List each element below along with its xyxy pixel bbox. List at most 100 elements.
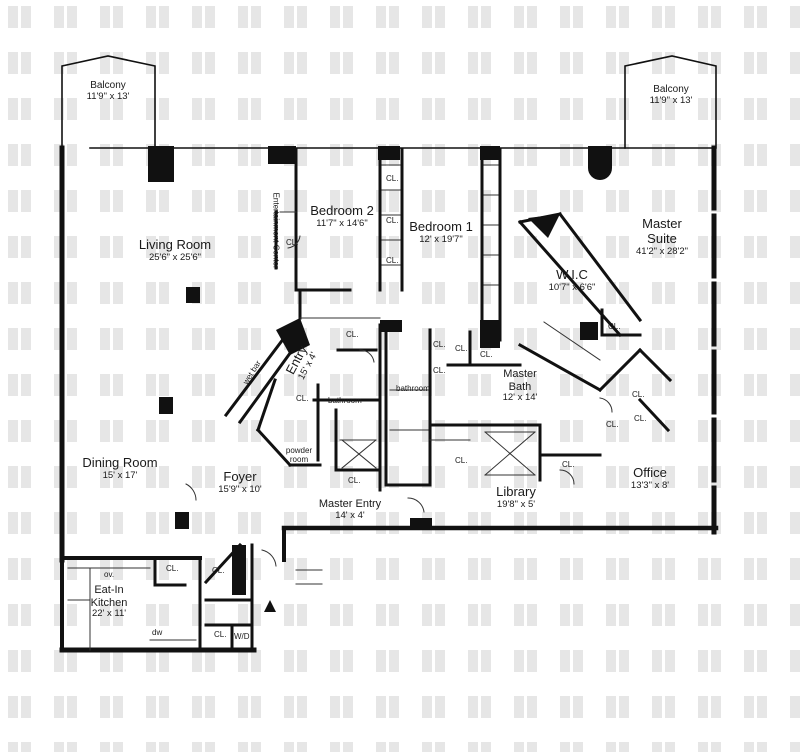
- watermark-tile: [422, 604, 445, 626]
- watermark-tile: [652, 328, 675, 350]
- watermark-tile: [606, 466, 629, 488]
- watermark-tile: [606, 328, 629, 350]
- watermark-tile: [146, 236, 169, 258]
- watermark-tile: [146, 374, 169, 396]
- watermark-tile: [652, 52, 675, 74]
- watermark-tile: [330, 604, 353, 626]
- watermark-tile: [422, 282, 445, 304]
- watermark-tile: [192, 742, 215, 752]
- watermark-tile: [744, 98, 767, 120]
- watermark-tile: [790, 98, 800, 120]
- watermark-tile: [146, 6, 169, 28]
- watermark-tile: [422, 52, 445, 74]
- watermark-tile: [284, 52, 307, 74]
- dishwasher-label: dw: [152, 628, 163, 637]
- watermark-tile: [514, 190, 537, 212]
- watermark-tile: [238, 696, 261, 718]
- watermark-tile: [606, 512, 629, 534]
- watermark-tile: [652, 512, 675, 534]
- watermark-tile: [54, 236, 77, 258]
- watermark-tile: [744, 650, 767, 672]
- watermark-tile: [422, 328, 445, 350]
- watermark-tile: [54, 374, 77, 396]
- kitchen-label: Eat-In Kitchen 22' x 11': [90, 584, 128, 620]
- watermark-tile: [790, 282, 800, 304]
- exterior-walls: [59, 145, 719, 653]
- watermark-tile: [744, 512, 767, 534]
- watermark-tile: [560, 6, 583, 28]
- watermark-tile: [8, 6, 31, 28]
- living-room-label: Living Room 25'6" x 25'6": [138, 237, 212, 263]
- closet-label: CL.: [433, 340, 446, 349]
- watermark-tile: [146, 282, 169, 304]
- watermark-tile: [560, 650, 583, 672]
- watermark-tile: [330, 696, 353, 718]
- watermark-tile: [422, 466, 445, 488]
- watermark-tile: [514, 420, 537, 442]
- watermark-tile: [146, 604, 169, 626]
- watermark-tile: [330, 512, 353, 534]
- watermark-tile: [192, 190, 215, 212]
- watermark-tile: [238, 328, 261, 350]
- watermark-tile: [652, 374, 675, 396]
- watermark-tile: [192, 144, 215, 166]
- master-bath-label: Master Bath 12' x 14': [502, 368, 538, 404]
- watermark-tile: [54, 420, 77, 442]
- watermark-tile: [284, 742, 307, 752]
- office-label: Office 13'3" x 8': [630, 465, 670, 491]
- watermark-tile: [146, 558, 169, 580]
- watermark-tile: [514, 558, 537, 580]
- closet-label: CL.: [386, 174, 399, 183]
- watermark-tile: [284, 696, 307, 718]
- watermark-tile: [560, 512, 583, 534]
- watermark-tile: [468, 236, 491, 258]
- watermark-tile: [376, 512, 399, 534]
- watermark-tile: [238, 52, 261, 74]
- watermark-tile: [514, 696, 537, 718]
- watermark-tile: [8, 282, 31, 304]
- watermark-tile: [284, 650, 307, 672]
- master-suite-label: Master Suite 41'2" x 28'2": [635, 216, 689, 257]
- watermark-tile: [330, 144, 353, 166]
- watermark-tile: [376, 98, 399, 120]
- watermark-tile: [8, 328, 31, 350]
- watermark-tile: [744, 374, 767, 396]
- watermark-tile: [790, 6, 800, 28]
- watermark-tile: [606, 98, 629, 120]
- watermark-tile: [100, 420, 123, 442]
- watermark-tile: [652, 236, 675, 258]
- watermark-tile: [146, 512, 169, 534]
- watermark-tile: [468, 466, 491, 488]
- closet-label: CL.: [386, 256, 399, 265]
- watermark-tile: [744, 558, 767, 580]
- watermark-tile: [376, 696, 399, 718]
- closet-label: CL.: [214, 630, 227, 639]
- watermark-tile: [468, 374, 491, 396]
- watermark-tile: [560, 742, 583, 752]
- watermark-tile: [54, 742, 77, 752]
- closet-label: CL.: [296, 394, 309, 403]
- watermark-tile: [514, 282, 537, 304]
- watermark-tile: [422, 98, 445, 120]
- watermark-tile: [284, 512, 307, 534]
- watermark-tile: [606, 6, 629, 28]
- watermark-tile: [8, 98, 31, 120]
- watermark-tile: [100, 282, 123, 304]
- watermark-tile: [514, 52, 537, 74]
- watermark-tile: [790, 466, 800, 488]
- watermark-tile: [54, 6, 77, 28]
- watermark-tile: [192, 420, 215, 442]
- closet-label: CL.: [212, 566, 225, 575]
- watermark-tile: [192, 696, 215, 718]
- watermark-tile: [146, 328, 169, 350]
- watermark-tile: [238, 466, 261, 488]
- watermark-tile: [468, 282, 491, 304]
- closet-label: CL.: [386, 216, 399, 225]
- watermark-tile: [514, 6, 537, 28]
- closet-label: CL.: [455, 344, 468, 353]
- watermark-tile: [698, 558, 721, 580]
- watermark-tile: [606, 604, 629, 626]
- watermark-tile: [790, 420, 800, 442]
- watermark-tile: [744, 236, 767, 258]
- watermark-tile: [330, 236, 353, 258]
